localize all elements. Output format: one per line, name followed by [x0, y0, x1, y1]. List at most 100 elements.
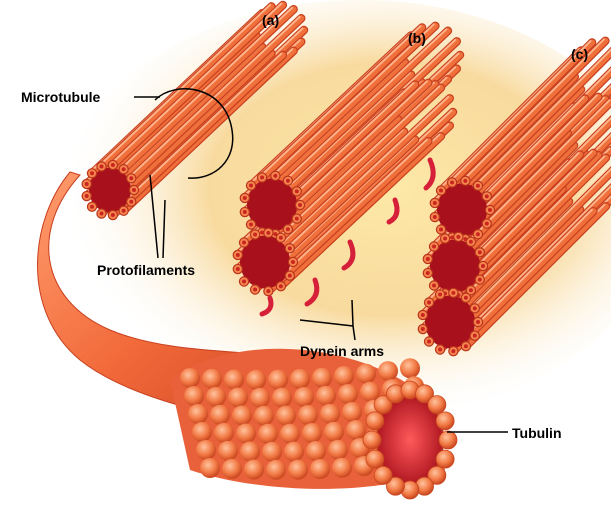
- tubulin-subunit: [240, 441, 260, 461]
- protofilament-end-hole: [427, 339, 431, 343]
- tubulin-subunit: [378, 361, 398, 381]
- tubulin-subunit: [228, 387, 248, 407]
- tubulin-subunit: [294, 387, 314, 407]
- tubulin-subunit: [268, 370, 288, 390]
- protofilament-end-hole: [476, 320, 480, 324]
- tubulin-subunit: [302, 423, 322, 443]
- protofilament-end-hole: [249, 184, 253, 188]
- protofilament-end-hole: [286, 179, 290, 183]
- tubulin-subunit: [310, 459, 330, 479]
- tubulin-subunit: [320, 404, 340, 424]
- tubulin-subunit: [334, 366, 354, 386]
- tubulin-subunit: [214, 423, 234, 443]
- protofilament-end-hole: [439, 227, 443, 231]
- protofilament-end-hole: [426, 257, 430, 261]
- protofilament-end-hole: [485, 222, 489, 226]
- protofilament-end-hole: [243, 196, 247, 200]
- protofilament-end-hole: [243, 210, 247, 214]
- protofilament-end-hole: [469, 240, 473, 244]
- tubulin-subunit: [366, 412, 384, 430]
- protofilament-end-hole: [90, 171, 94, 175]
- panel-label-b: (b): [408, 30, 426, 46]
- tubulin-subunit: [188, 404, 208, 424]
- protofilament-end-hole: [433, 215, 437, 219]
- protofilament-end-hole: [476, 232, 480, 236]
- protofilament-end-hole: [295, 217, 299, 221]
- protofilament-end-hole: [439, 189, 443, 193]
- tubulin-subunit: [436, 412, 454, 430]
- protofilament-end-hole: [473, 334, 477, 338]
- protofilament-end-hole: [427, 301, 431, 305]
- tubulin-subunit: [280, 424, 300, 444]
- dynein-arms-label: Dynein arms: [300, 343, 384, 359]
- tubulin-subunit: [232, 405, 252, 425]
- tubulin-subunit: [356, 364, 376, 384]
- tubulin-subunit: [290, 369, 310, 389]
- protofilament-end-hole: [438, 347, 442, 351]
- protofilament-end-hole: [451, 291, 455, 295]
- protofilament-end-hole: [288, 246, 292, 250]
- protofilament-end-hole: [266, 231, 270, 235]
- tubulin-subunit: [316, 386, 336, 406]
- tubulin-subunit: [366, 450, 384, 468]
- protofilament-end-hole: [253, 233, 257, 237]
- tubulin-subunit: [312, 368, 332, 388]
- protofilaments-label: Protofilaments: [97, 262, 195, 278]
- protofilament-end-hole: [291, 260, 295, 264]
- tubulin-subunit: [258, 424, 278, 444]
- tubulin-subunit: [180, 368, 200, 388]
- protofilament-end-hole: [438, 293, 442, 297]
- protofilament-end-hole: [242, 279, 246, 283]
- protofilament-end-hole: [298, 203, 302, 207]
- protofilament-end-hole: [288, 274, 292, 278]
- tubulin-subunit: [266, 460, 286, 480]
- protofilament-end-hole: [463, 179, 467, 183]
- protofilament-end-hole: [129, 200, 133, 204]
- protofilament-end-hole: [122, 209, 126, 213]
- protofilament-end-hole: [433, 201, 437, 205]
- tubulin-microtubule: [170, 349, 457, 499]
- tubulin-subunit: [236, 423, 256, 443]
- tubulin-subunit: [338, 384, 358, 404]
- protofilament-end-hole: [451, 349, 455, 353]
- tubulin-subunit: [298, 405, 318, 425]
- tubulin-subunit: [196, 440, 216, 460]
- tubulin-subunit: [306, 441, 326, 461]
- protofilament-end-hole: [111, 213, 115, 217]
- protofilament-end-hole: [478, 278, 482, 282]
- protofilament-end-hole: [421, 313, 425, 317]
- protofilament-end-hole: [132, 188, 136, 192]
- protofilament-end-hole: [236, 267, 240, 271]
- tubulin-subunit: [184, 386, 204, 406]
- tubulin-subunit: [218, 441, 238, 461]
- tubulin-subunit: [224, 369, 244, 389]
- protofilament-end-hole: [485, 194, 489, 198]
- protofilament-end-hole: [273, 174, 277, 178]
- protofilament-end-hole: [90, 205, 94, 209]
- protofilament-end-hole: [236, 253, 240, 257]
- panel-label-a: (a): [262, 12, 279, 28]
- tubulin-subunit: [363, 431, 381, 449]
- tubulin-subunit: [200, 458, 220, 478]
- tubulin-subunit: [202, 369, 222, 389]
- protofilament-end-hole: [99, 164, 103, 168]
- tubulin-subunit: [346, 420, 366, 440]
- tubulin-subunit: [222, 459, 242, 479]
- protofilament-end-hole: [249, 222, 253, 226]
- tubulin-subunit: [246, 370, 266, 390]
- protofilament-end-hole: [279, 284, 283, 288]
- protofilament-end-hole: [266, 289, 270, 293]
- tubulin-subunit: [254, 406, 274, 426]
- protofilament-end-hole: [473, 306, 477, 310]
- protofilament-end-hole: [253, 287, 257, 291]
- tubulin-subunit: [192, 422, 212, 442]
- tubulin-subunit: [328, 440, 348, 460]
- tubulin-subunit: [250, 388, 270, 408]
- protofilament-end-hole: [279, 236, 283, 240]
- protofilament-end-hole: [129, 176, 133, 180]
- protofilament-end-hole: [421, 327, 425, 331]
- tubulin-subunit: [436, 450, 454, 468]
- protofilament-end-hole: [99, 212, 103, 216]
- protofilament-end-hole: [464, 344, 468, 348]
